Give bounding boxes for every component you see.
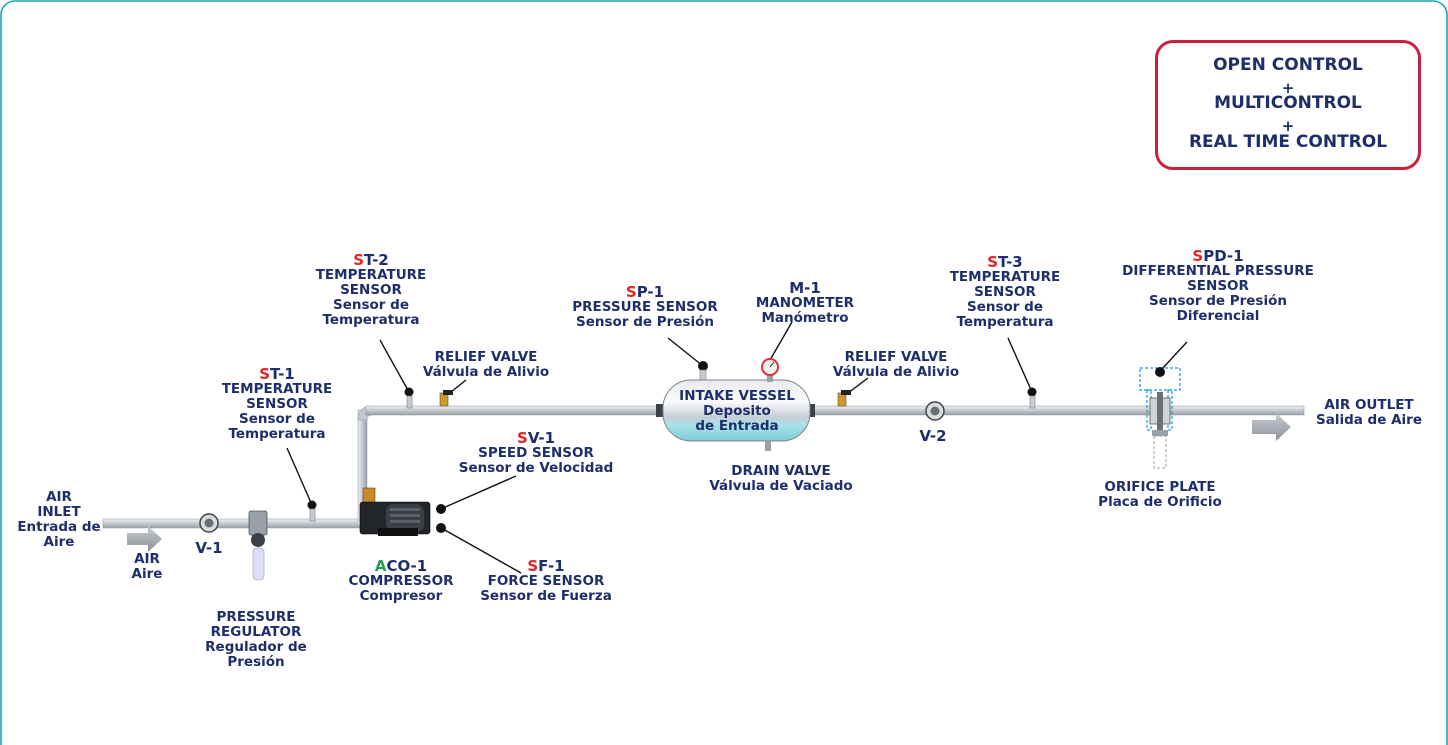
pressure-sensor-sp1-label: SP-1 PRESSURE SENSOR Sensor de Presión bbox=[572, 283, 718, 330]
valve-v2-icon bbox=[925, 401, 945, 421]
control-plus-2: + bbox=[1281, 117, 1295, 135]
relief-valve-1-icon bbox=[439, 379, 467, 407]
intake-vessel-icon bbox=[656, 379, 815, 451]
air-inlet-label: AIR INLET Entrada de Aire bbox=[17, 489, 101, 550]
valve-v2-label: V-2 bbox=[919, 427, 947, 445]
relief-valve-2-label: RELIEF VALVE Válvula de Alivio bbox=[832, 349, 960, 380]
speed-sensor-sv1-label: SV-1 SPEED SENSOR Sensor de Velocidad bbox=[458, 429, 614, 476]
inlet-arrow-icon bbox=[127, 526, 162, 552]
outlet-arrow-icon bbox=[1252, 413, 1291, 441]
manometer-m1-label: M-1 MANOMETER Manómetro bbox=[755, 279, 855, 326]
intake-vessel-label: INTAKE VESSEL Deposito de Entrada bbox=[679, 388, 795, 434]
relief-valve-1-label: RELIEF VALVE Válvula de Alivio bbox=[422, 349, 550, 380]
relief-valve-2-icon bbox=[837, 377, 869, 407]
compressor-aco1-label: ACO-1 COMPRESSOR Compresor bbox=[348, 557, 454, 604]
valve-v1-icon bbox=[199, 513, 219, 533]
temperature-sensor-st3-label: ST-3 TEMPERATURE SENSOR Sensor de Temper… bbox=[949, 253, 1061, 330]
pressure-sensor-sp1-icon bbox=[667, 337, 708, 381]
control-mode-realtime: REAL TIME CONTROL bbox=[1188, 132, 1388, 152]
control-modes-box: OPEN CONTROL + MULTICONTROL + REAL TIME … bbox=[1155, 40, 1421, 170]
valve-v1-label: V-1 bbox=[195, 539, 223, 557]
inlet-pipe bbox=[102, 518, 366, 529]
temperature-sensor-st3-icon bbox=[1007, 337, 1037, 409]
temperature-sensor-st2-icon bbox=[379, 339, 414, 409]
air-outlet-label: AIR OUTLET Salida de Aire bbox=[1316, 397, 1422, 428]
orifice-plate-icon bbox=[1149, 392, 1171, 469]
force-sensor-sf1-icon bbox=[436, 523, 522, 574]
compressor-aco1-icon bbox=[359, 487, 431, 536]
control-mode-multi: MULTICONTROL bbox=[1214, 93, 1362, 113]
pressure-regulator-icon bbox=[248, 510, 268, 581]
control-plus-1: + bbox=[1281, 79, 1295, 97]
manometer-m1-icon bbox=[761, 321, 793, 382]
temperature-sensor-st2-label: ST-2 TEMPERATURE SENSOR Sensor de Temper… bbox=[315, 251, 427, 328]
air-label: AIR Aire bbox=[131, 551, 163, 582]
control-mode-open: OPEN CONTROL bbox=[1213, 55, 1363, 75]
force-sensor-sf1-label: SF-1 FORCE SENSOR Sensor de Fuerza bbox=[480, 557, 612, 604]
drain-valve-label: DRAIN VALVE Válvula de Vaciado bbox=[709, 463, 853, 494]
outlet-pipe bbox=[809, 405, 1305, 416]
temperature-sensor-st1-label: ST-1 TEMPERATURE SENSOR Sensor de Temper… bbox=[221, 365, 333, 442]
speed-sensor-sv1-icon bbox=[436, 475, 517, 514]
differential-pressure-sensor-spd1-label: SPD-1 DIFFERENTIAL PRESSURE SENSOR Senso… bbox=[1122, 247, 1314, 324]
temperature-sensor-st1-icon bbox=[286, 447, 317, 522]
orifice-plate-label: ORIFICE PLATE Placa de Orificio bbox=[1098, 479, 1222, 510]
pressure-regulator-label: PRESSURE REGULATOR Regulador de Presión bbox=[205, 609, 307, 670]
